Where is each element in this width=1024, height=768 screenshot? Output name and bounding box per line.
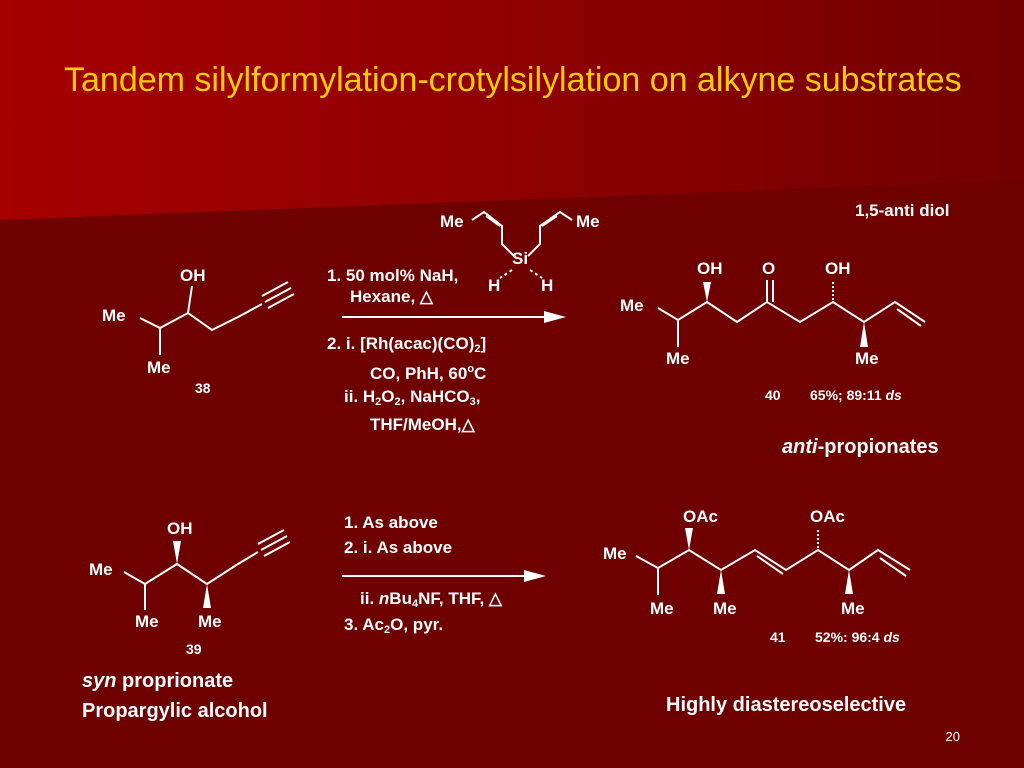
sm39-me-left: Me — [89, 560, 113, 579]
arrow-bottom — [342, 570, 546, 582]
note-highly-diastereoselective: Highly diastereoselective — [666, 694, 907, 716]
header-band — [0, 0, 1024, 220]
top-cond-4: CO, PhH, 60oC — [370, 363, 487, 383]
sm38-number: 38 — [195, 380, 211, 396]
p41-me-b1: Me — [650, 599, 674, 618]
sm39-oh: OH — [167, 519, 193, 538]
note-propargylic: Propargylic alcohol — [82, 700, 268, 722]
p40-o: O — [762, 259, 776, 278]
silane-si: Si — [512, 249, 529, 268]
top-cond-3: 2. i. [Rh(acac)(CO)2] — [327, 334, 487, 355]
arrow-top — [342, 311, 566, 323]
p40-number: 40 — [765, 387, 781, 403]
sm38-me-bottom: Me — [147, 358, 171, 377]
p41-me-left: Me — [603, 544, 627, 563]
note-anti-diol: 1,5-anti diol — [855, 201, 950, 220]
p40-me-b1: Me — [666, 349, 690, 368]
top-cond-5: ii. H2O2, NaHCO3, — [344, 387, 481, 408]
note-syn-propionate: syn proprionate — [82, 670, 234, 692]
p41-number: 41 — [770, 629, 786, 645]
product41-structure — [635, 548, 911, 595]
top-cond-6: THF/MeOH,△ — [370, 415, 475, 434]
silane-h-left: H — [488, 276, 501, 295]
p41-me-b2: Me — [713, 599, 737, 618]
bottom-cond-3: ii. nBu4NF, THF, △ — [360, 589, 502, 610]
silane-me-right: Me — [576, 212, 600, 231]
p41-yield: 52%: 96:4 ds — [815, 629, 900, 645]
sm38-structure — [139, 281, 295, 355]
bottom-cond-4: 3. Ac2O, pyr. — [344, 615, 444, 636]
sm39-me-b2: Me — [198, 612, 222, 631]
top-cond-1: 1. 50 mol% NaH, — [327, 266, 459, 285]
sm39-structure — [123, 529, 291, 610]
p40-oh2: OH — [825, 259, 851, 278]
p40-me-left: Me — [620, 296, 644, 315]
p40-me-b2: Me — [855, 349, 879, 368]
silane-me-left: Me — [440, 212, 464, 231]
sm39-number: 39 — [186, 641, 202, 657]
sm39-me-b1: Me — [135, 612, 159, 631]
p41-oac2: OAc — [810, 507, 845, 526]
bottom-cond-2: 2. i. As above — [344, 538, 453, 557]
product40-structure — [657, 280, 926, 347]
sm38-oh: OH — [180, 266, 206, 285]
p41-oac1: OAc — [683, 507, 718, 526]
p41-me-b3: Me — [841, 599, 865, 618]
sm38-me-top: Me — [102, 306, 126, 325]
silane-h-right: H — [541, 276, 554, 295]
top-cond-2: Hexane, △ — [350, 287, 433, 306]
page-number: 20 — [945, 729, 960, 744]
p40-oh1: OH — [697, 259, 723, 278]
silane-structure — [471, 210, 573, 279]
bottom-cond-1: 1. As above — [344, 513, 438, 532]
p40-yield: 65%; 89:11 ds — [810, 387, 902, 403]
note-anti-propionates: anti-propionates — [782, 436, 939, 458]
slide-title: Tandem silylformylation-crotylsilylation… — [64, 61, 962, 99]
